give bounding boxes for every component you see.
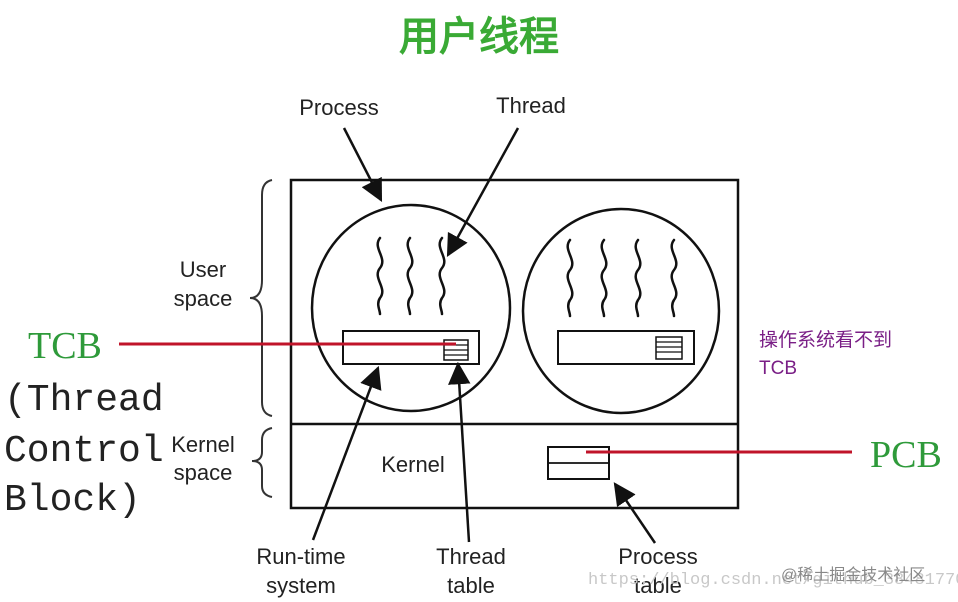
annotation-tcb-full-2: Control	[4, 430, 164, 473]
label-user-space-2: space	[174, 286, 233, 311]
thread-wave	[566, 238, 574, 318]
threads-right	[566, 238, 678, 318]
thread-wave	[670, 238, 678, 318]
diagram-title: 用户线程	[399, 15, 559, 59]
label-kernel-space-2: space	[174, 460, 233, 485]
label-kernel: Kernel	[381, 452, 445, 477]
threads-left	[376, 236, 446, 316]
watermark-url: https://blog.csdn.net/github_38481770	[588, 571, 958, 590]
label-user-space-1: User	[180, 257, 226, 282]
process-circle-left	[310, 203, 512, 413]
label-runtime-1: Run-time	[256, 544, 345, 569]
label-process: Process	[299, 95, 378, 120]
label-process-table-2: table	[634, 573, 682, 598]
process-circle-right	[521, 207, 721, 415]
thread-wave	[406, 236, 414, 316]
label-process-table-1: Process	[618, 544, 697, 569]
arrow-thread	[446, 127, 520, 257]
thread-wave	[600, 238, 608, 318]
arrow-thread-table	[448, 361, 471, 543]
arrow-process	[342, 127, 383, 203]
runtime-system-box-left	[342, 330, 480, 365]
kernel-space-brace	[251, 427, 273, 498]
label-thread: Thread	[496, 93, 566, 118]
arrow-process-table	[613, 482, 657, 544]
watermark-brand: @稀土掘金技术社区	[781, 566, 925, 584]
runtime-system-box-right	[557, 330, 695, 365]
label-runtime-2: system	[266, 573, 336, 598]
label-kernel-space-1: Kernel	[171, 432, 235, 457]
annotation-tcb: TCB	[28, 325, 102, 367]
label-thread-table-1: Thread	[436, 544, 506, 569]
thread-wave	[376, 236, 384, 316]
thread-table-right	[655, 336, 683, 360]
arrow-runtime	[311, 365, 382, 541]
annotation-os-note-1: 操作系统看不到	[759, 329, 892, 351]
thread-wave	[634, 238, 642, 318]
annotation-pcb: PCB	[870, 434, 942, 476]
user-space-brace	[249, 179, 273, 417]
thread-wave	[438, 236, 446, 316]
annotation-tcb-full-1: (Thread	[4, 379, 164, 422]
annotation-tcb-full-3: Block)	[4, 479, 141, 522]
label-thread-table-2: table	[447, 573, 495, 598]
annotation-os-note-2: TCB	[759, 358, 797, 379]
